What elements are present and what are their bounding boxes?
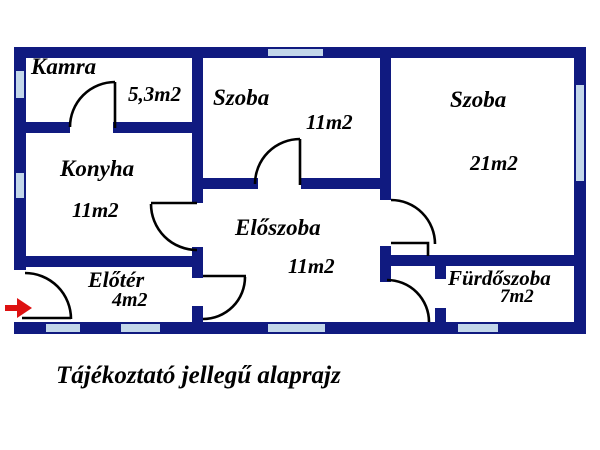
door-entrance — [22, 271, 73, 320]
wall-szoba-bottom-right — [301, 178, 391, 189]
room-label-konyha: Konyha — [60, 156, 135, 181]
window-konyha-left — [15, 172, 25, 199]
window-top — [267, 48, 324, 57]
window-bottom-4 — [457, 323, 499, 333]
window-szoba-right — [575, 84, 585, 182]
room-area-konyha: 11m2 — [72, 198, 119, 222]
plan-caption: Tájékoztató jellegű alaprajz — [56, 362, 341, 389]
window-bottom-3 — [267, 323, 326, 333]
room-area-szoba-nagy: 21m2 — [470, 151, 518, 175]
window-kamra-left — [15, 70, 25, 99]
wall-kamra-konyha-right — [192, 47, 203, 203]
room-label-kamra: Kamra — [31, 54, 97, 79]
wall-furdoszoba-door-stub-bottom — [435, 308, 446, 322]
room-area-eloszoba: 11m2 — [288, 254, 335, 278]
room-area-furdoszoba: 7m2 — [500, 286, 534, 307]
wall-szoba-bottom-left — [192, 178, 258, 189]
room-label-eloter: Előtér — [88, 267, 145, 292]
door-kamra — [68, 80, 117, 128]
door-konyha — [149, 201, 198, 252]
wall-szoba-divider — [380, 47, 391, 200]
wall-kamra-bottom-left — [26, 122, 70, 133]
room-label-szoba-kis: Szoba — [213, 85, 270, 110]
door-furdoszoba — [386, 278, 431, 323]
wall-konyha-bottom — [26, 256, 203, 267]
door-eloter — [202, 274, 247, 321]
room-label-szoba-nagy: Szoba — [450, 87, 507, 112]
room-label-furdoszoba: Fürdőszoba — [448, 266, 551, 290]
door-szoba-nagy — [390, 198, 437, 256]
wall-outer-left — [14, 47, 26, 270]
entrance-arrow-icon — [5, 298, 32, 318]
wall-kamra-bottom-right — [113, 122, 192, 133]
wall-furdoszoba-door-stub-top — [435, 266, 446, 279]
window-bottom-2 — [120, 323, 161, 333]
door-szoba-kis — [253, 137, 302, 185]
room-label-eloszoba: Előszoba — [235, 215, 321, 240]
room-area-eloter: 4m2 — [112, 289, 148, 311]
window-bottom-1 — [45, 323, 81, 333]
room-area-kamra: 5,3m2 — [128, 82, 182, 106]
room-area-szoba-kis: 11m2 — [306, 110, 353, 134]
wall-furdoszoba-top — [385, 255, 574, 266]
wall-eloter-right-lower — [192, 306, 203, 326]
